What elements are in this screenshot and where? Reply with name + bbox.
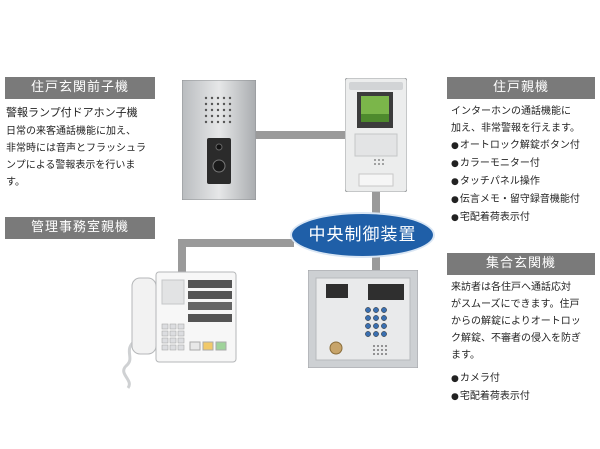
entrance-panel-image [308,270,418,368]
wire-master-vertical [372,192,380,216]
door-station-line: ンプによる警報表示を行いま [6,160,136,171]
entrance-panel-features: カメラ付 宅配着荷表示付 [451,370,530,406]
central-control-unit: 中央制御装置 [292,214,433,256]
entrance-panel-line: ます。 [451,350,480,361]
door-station-image [182,80,256,200]
entrance-panel-line: からの解錠によりオートロッ [451,316,581,327]
entrance-panel-line: ク解錠、不審者の侵入を防ぎ [451,333,581,344]
residence-master-line: 加え、非常警報を行えます。 [451,123,580,134]
feature-item: 宅配着荷表示付 [451,209,580,227]
residence-master-line: インターホンの通話機能に [451,106,571,117]
feature-item: 伝言メモ・留守録音機能付 [451,191,580,209]
office-master-image [122,271,237,389]
wire-doorphone-to-master [255,131,349,139]
header-office-master: 管理事務室親機 [5,217,155,239]
wire-office-vertical [178,239,186,273]
door-station-line: す。 [6,177,25,188]
residence-master-description: インターホンの通話機能に 加え、非常警報を行えます。 [451,103,599,137]
door-station-subtitle: 警報ランプ付ドアホン子機 [6,106,138,119]
residence-master-image [345,78,407,192]
feature-item: カメラ付 [451,370,530,388]
entrance-panel-line: がスムーズにできます。住戸 [451,299,580,310]
door-station-description: 警報ランプ付ドアホン子機 日常の来客通話機能に加え、 非常時には音声とフラッシュ… [6,104,166,191]
feature-item: タッチパネル操作 [451,173,580,191]
entrance-panel-line: 来訪者は各住戸へ通話応対 [451,282,571,293]
door-station-line: 日常の来客通話機能に加え、 [6,126,136,137]
header-residence-master: 住戸親機 [447,77,595,99]
residence-master-features: オートロック解錠ボタン付 カラーモニター付 タッチパネル操作 伝言メモ・留守録音… [451,137,580,227]
header-door-station: 住戸玄関前子機 [5,77,155,99]
wire-office-horizontal [178,239,294,247]
door-station-line: 非常時には音声とフラッシュラ [6,143,146,154]
feature-item: カラーモニター付 [451,155,580,173]
wire-entrance-vertical [372,254,380,272]
feature-item: オートロック解錠ボタン付 [451,137,580,155]
header-entrance-panel: 集合玄関機 [447,253,595,275]
feature-item: 宅配着荷表示付 [451,388,530,406]
entrance-panel-description: 来訪者は各住戸へ通話応対 がスムーズにできます。住戸 からの解錠によりオートロッ… [451,279,599,364]
